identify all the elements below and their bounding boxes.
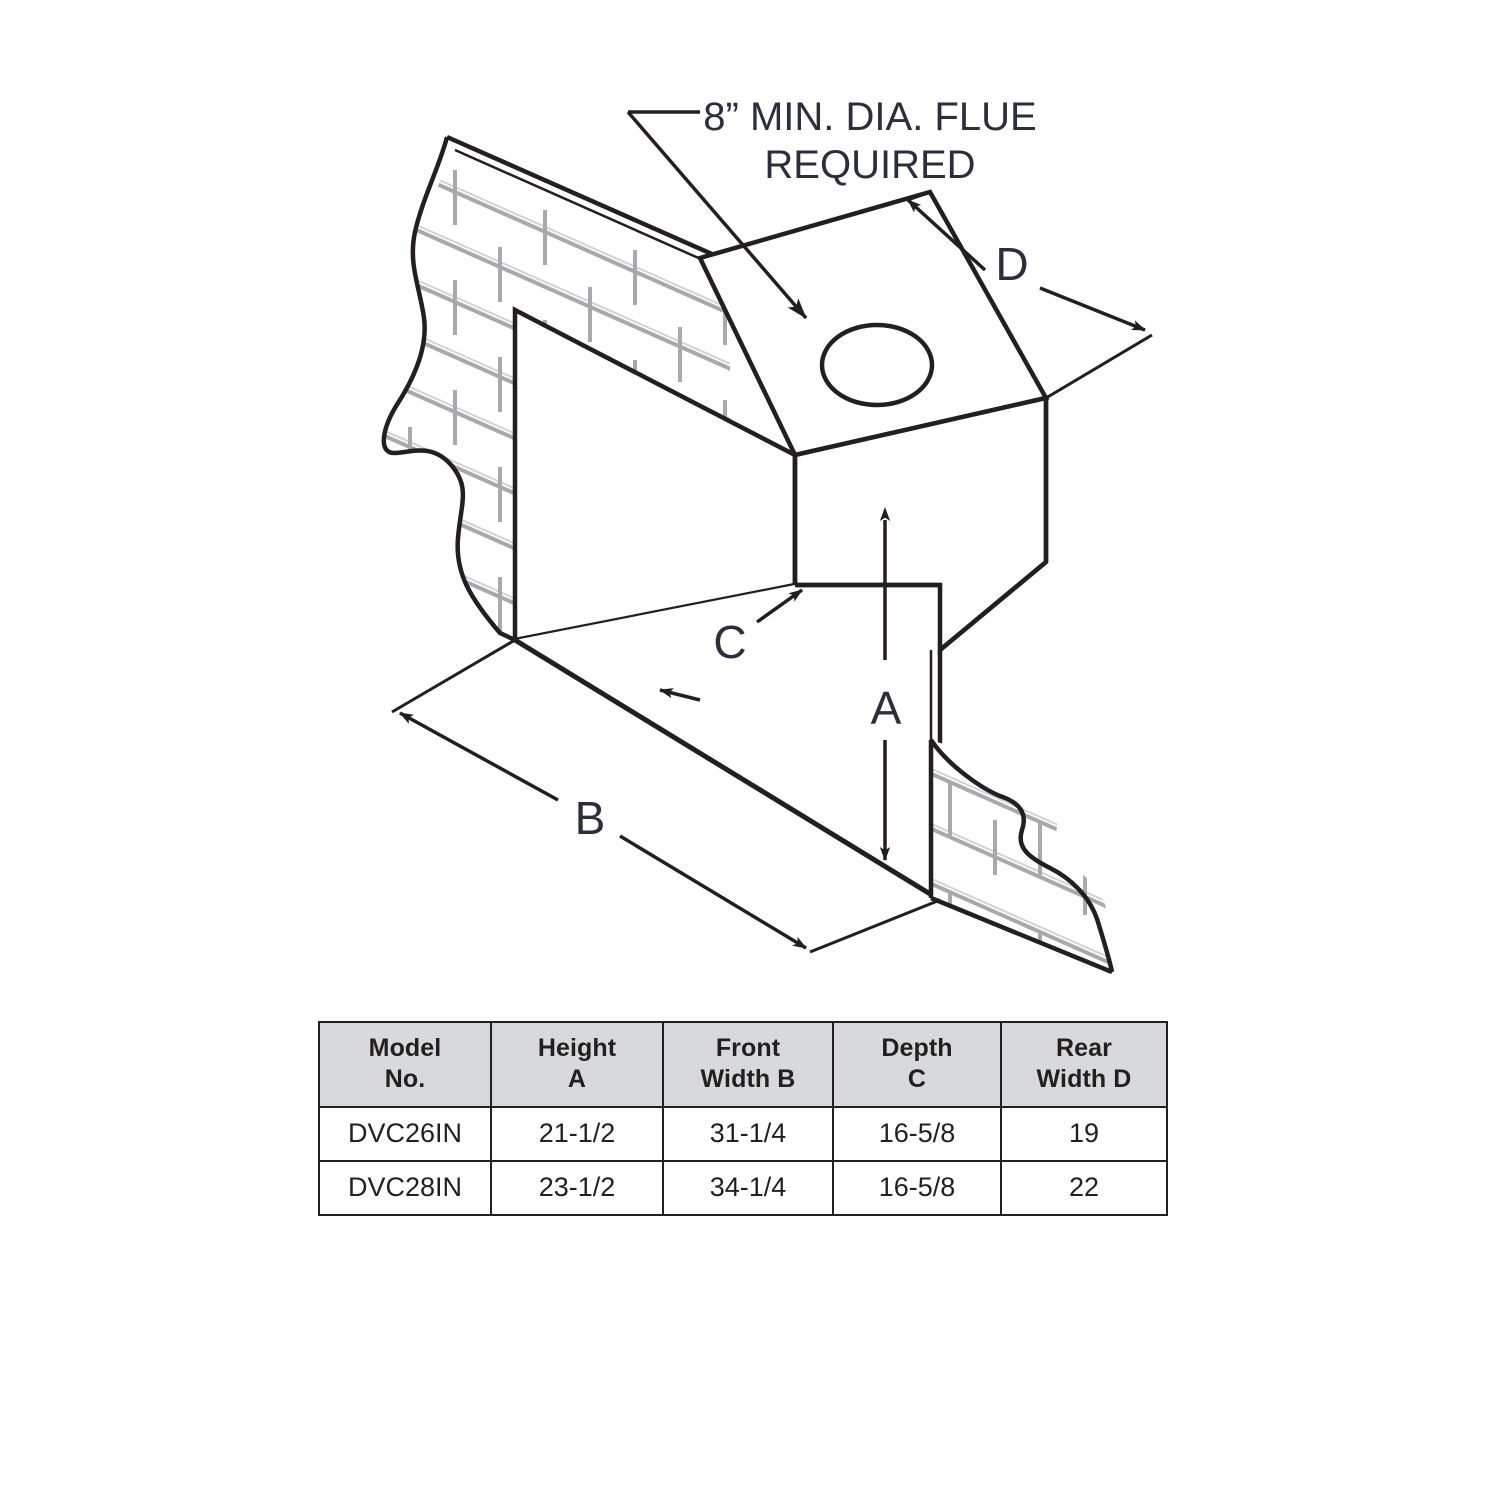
cell-rear-width-d: 19 xyxy=(1000,1106,1168,1162)
dim-label-d: D xyxy=(995,238,1028,290)
column-header-model-no-line1: Model xyxy=(368,1034,442,1062)
column-header-height-a: Height A xyxy=(490,1021,664,1108)
dimension-b: B xyxy=(391,638,941,954)
callout-leader-arrow xyxy=(626,110,808,320)
left-wall-top-edge xyxy=(446,134,731,265)
fireplace-opening-isometric-drawing: 8” MIN. DIA. FLUE REQUIRED D A C xyxy=(381,95,1153,975)
hearth-front-edge xyxy=(513,637,942,903)
dim-b-ext-right xyxy=(809,898,941,954)
dim-c-line-right xyxy=(755,588,804,624)
dimension-d: D xyxy=(906,190,1153,400)
dim-c-line-left xyxy=(659,688,701,702)
column-header-height-a-line1: Height xyxy=(537,1034,617,1062)
enclosure-right-chamfer xyxy=(938,560,1048,652)
dim-d-line-upper xyxy=(906,198,987,272)
column-header-model-no-line2: No. xyxy=(384,1064,426,1093)
cell-height-a: 21-1/2 xyxy=(490,1106,664,1162)
table-header-row: Model No. Height A Front Width B Depth C xyxy=(318,1021,1168,1108)
cell-model: DVC28IN xyxy=(318,1160,492,1216)
column-header-front-width-b-line2: Width B xyxy=(700,1064,796,1093)
table-body: DVC26IN 21-1/2 31-1/4 16-5/8 19 DVC28IN … xyxy=(318,1106,1168,1216)
dimension-c: C xyxy=(659,588,804,702)
right-wall-torn-edge xyxy=(929,738,1115,973)
dim-d-ext-right xyxy=(1045,333,1153,400)
firebox-opening xyxy=(512,189,1050,955)
cell-rear-width-d: 22 xyxy=(1000,1160,1168,1216)
left-wall-top-thickness xyxy=(454,148,731,274)
flue-callout: 8” MIN. DIA. FLUE REQUIRED xyxy=(626,95,1037,320)
column-header-depth-c-line2: C xyxy=(907,1064,927,1093)
dim-b-line-lower xyxy=(619,834,807,950)
column-header-rear-width-d-line1: Rear xyxy=(1056,1034,1112,1062)
dim-label-c: C xyxy=(713,616,746,668)
column-header-front-width-b: Front Width B xyxy=(662,1021,834,1108)
column-header-front-width-b-line1: Front xyxy=(715,1034,781,1062)
dim-b-line-upper xyxy=(399,711,559,802)
dim-label-a: A xyxy=(871,682,902,734)
column-header-depth-c-line1: Depth xyxy=(881,1034,953,1062)
cell-depth-c: 16-5/8 xyxy=(832,1160,1002,1216)
cell-front-width-b: 34-1/4 xyxy=(662,1160,834,1216)
dim-label-b: B xyxy=(575,792,606,844)
dimension-a: A xyxy=(871,507,902,861)
table-row: DVC26IN 21-1/2 31-1/4 16-5/8 19 xyxy=(318,1106,1168,1162)
cell-height-a: 23-1/2 xyxy=(490,1160,664,1216)
right-brick-wall xyxy=(928,738,1115,975)
cell-model: DVC26IN xyxy=(318,1106,492,1162)
left-wall-torn-edge xyxy=(381,136,516,643)
callout-text-line2: REQUIRED xyxy=(764,143,975,187)
dim-d-line-lower xyxy=(1039,286,1146,332)
cell-depth-c: 16-5/8 xyxy=(832,1106,1002,1162)
column-header-depth-c: Depth C xyxy=(832,1021,1002,1108)
specifications-table: Model No. Height A Front Width B Depth C xyxy=(318,1021,1168,1216)
cell-front-width-b: 31-1/4 xyxy=(662,1106,834,1162)
callout-text-line1: 8” MIN. DIA. FLUE xyxy=(703,95,1036,139)
specifications-table-container: Model No. Height A Front Width B Depth C xyxy=(318,1021,1168,1216)
dim-b-ext-left xyxy=(391,638,516,714)
column-header-model-no: Model No. xyxy=(318,1021,492,1108)
table-header: Model No. Height A Front Width B Depth C xyxy=(318,1021,1168,1108)
column-header-rear-width-d: Rear Width D xyxy=(1000,1021,1168,1108)
flue-hole xyxy=(819,322,935,408)
column-header-height-a-line2: A xyxy=(567,1064,587,1093)
dim-d-ext-left xyxy=(907,190,931,202)
column-header-rear-width-d-line2: Width D xyxy=(1036,1064,1132,1093)
table-row: DVC28IN 23-1/2 34-1/4 16-5/8 22 xyxy=(318,1160,1168,1216)
right-wall-bottom-edge xyxy=(930,895,1113,975)
